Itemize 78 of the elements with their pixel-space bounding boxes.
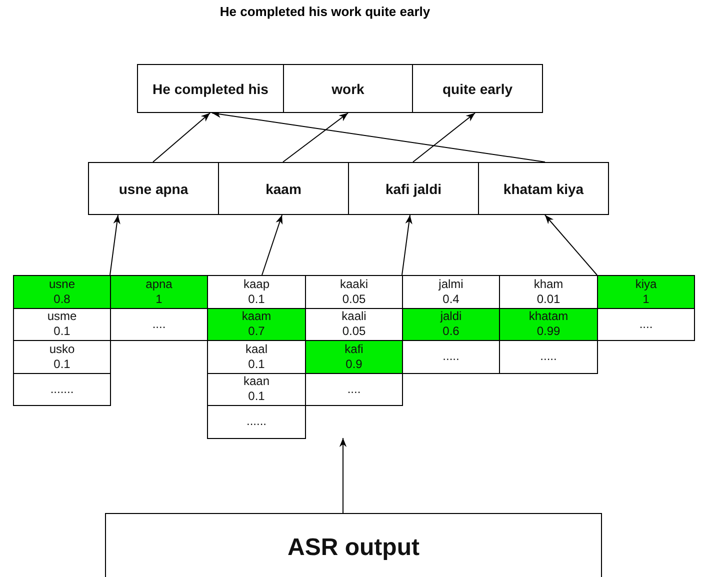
selected-candidate-cell <box>207 308 306 341</box>
phrase-text: khatam kiya <box>503 180 584 196</box>
phrase-text: He completed his <box>152 80 268 96</box>
candidate-word: jalmi <box>438 276 464 292</box>
candidate-word: kaaki <box>340 276 368 292</box>
candidate-word: usne <box>48 276 76 292</box>
phrase-box <box>283 64 413 113</box>
selected-candidate-cell <box>110 275 208 308</box>
phrase-box <box>218 162 349 215</box>
phrase-box <box>348 162 479 215</box>
phrase-box <box>478 162 609 215</box>
candidate-word: kaam <box>242 309 272 324</box>
probability: 1 <box>156 292 162 307</box>
arrow <box>339 438 347 514</box>
candidate-word: apna <box>146 276 172 292</box>
candidate-cell <box>13 340 111 374</box>
arrow <box>212 110 546 162</box>
selected-candidate-cell <box>597 275 695 308</box>
candidate-word: .... <box>152 316 166 332</box>
probability: 0.1 <box>54 324 70 340</box>
candidate-word: kaan <box>243 374 270 390</box>
candidate-cell <box>207 405 306 438</box>
probability: 0.9 <box>346 356 362 372</box>
arrow <box>110 214 120 276</box>
probability: 0.05 <box>342 324 366 340</box>
candidate-word: ..... <box>540 349 557 364</box>
phrase-box <box>88 162 219 215</box>
probability: 1 <box>642 292 650 307</box>
candidate-word: kiya <box>635 276 657 292</box>
arrow <box>152 112 210 162</box>
candidate-word: kafi <box>344 342 364 357</box>
selected-candidate-cell <box>402 308 500 341</box>
probability: 0.01 <box>536 292 560 307</box>
candidate-word: kaap <box>243 276 270 292</box>
probability: 0.8 <box>54 292 70 307</box>
phrase-box <box>412 64 543 113</box>
candidate-word: ..... <box>442 349 460 364</box>
phrase-text: kaam <box>266 180 302 196</box>
candidate-word: .... <box>347 382 361 397</box>
candidate-cell <box>13 372 111 406</box>
phrase-text: ASR output <box>288 534 420 562</box>
probability: 0.1 <box>248 356 265 372</box>
probability: 0.4 <box>442 292 460 307</box>
phrase-text: work <box>332 80 364 96</box>
probability: 0.1 <box>248 389 265 404</box>
candidate-cell <box>597 308 695 341</box>
candidate-word: kaali <box>342 309 366 324</box>
probability: 0.7 <box>248 324 265 340</box>
candidate-word: kham <box>534 276 564 292</box>
arrow <box>402 214 412 276</box>
probability: 0.05 <box>342 292 366 307</box>
diagram-title: He completed his work quite early <box>218 4 432 19</box>
arrow <box>412 112 476 162</box>
selected-candidate-cell <box>305 340 403 374</box>
selected-candidate-cell <box>13 275 111 308</box>
candidate-cell <box>305 372 403 406</box>
candidate-word: usme <box>47 309 77 324</box>
candidate-word: ....... <box>50 382 74 397</box>
asr-output-box <box>105 513 602 577</box>
probability: 0.1 <box>54 356 70 372</box>
candidate-word: jaldi <box>440 309 462 324</box>
candidate-word: khatam <box>528 309 568 324</box>
phrase-text: usne apna <box>118 180 188 196</box>
candidate-word: kaal <box>245 342 268 357</box>
arrow <box>262 214 283 276</box>
selected-candidate-cell <box>499 308 598 341</box>
candidate-word: usko <box>49 342 75 357</box>
probability: 0.1 <box>248 292 265 307</box>
probability: 0.99 <box>536 324 560 340</box>
probability: 0.6 <box>442 324 460 340</box>
candidate-word: .... <box>639 316 653 332</box>
arrow <box>282 112 348 162</box>
candidate-word: ...... <box>246 414 266 430</box>
phrase-text: kafi jaldi <box>385 180 442 196</box>
arrow <box>544 214 598 276</box>
phrase-text: quite early <box>442 80 513 96</box>
phrase-box <box>137 64 284 113</box>
candidate-cell <box>499 340 598 374</box>
